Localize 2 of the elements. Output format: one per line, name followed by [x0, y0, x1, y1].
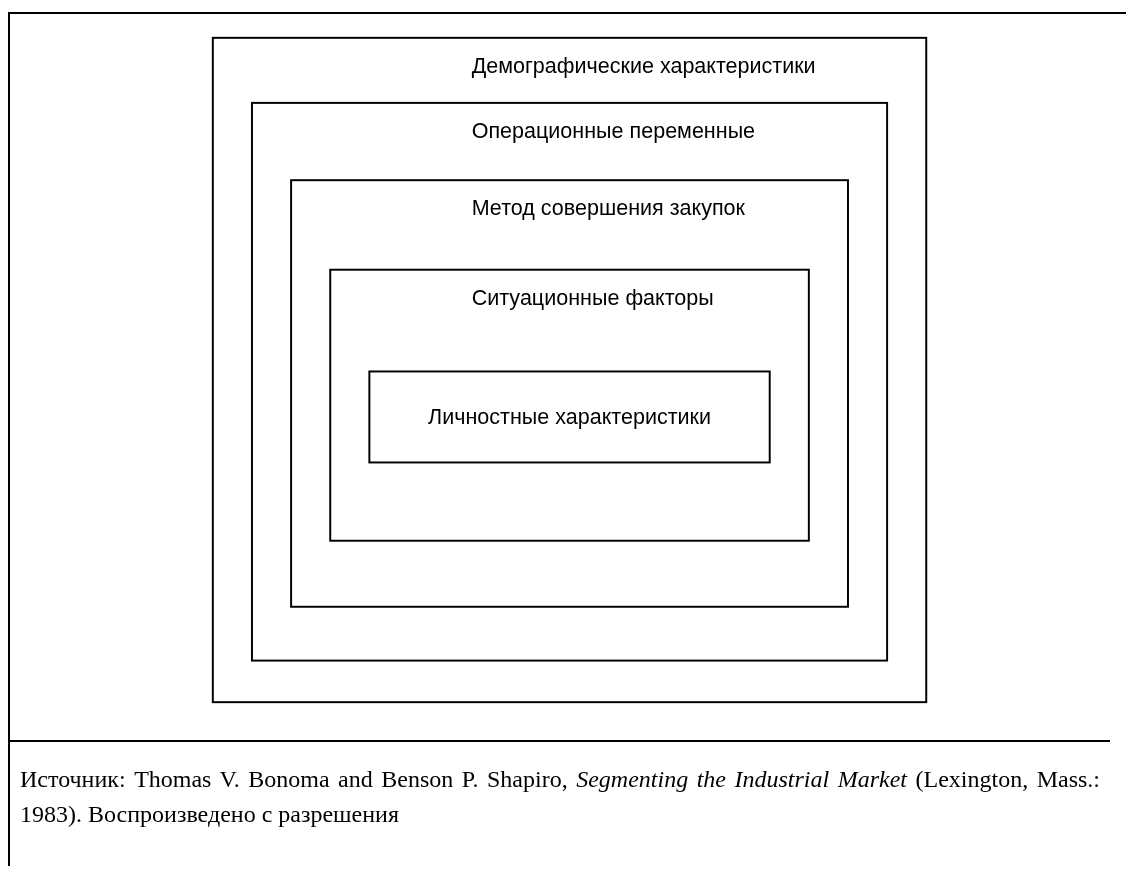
node-box: Личностные характеристики	[368, 370, 772, 464]
caption: Источник: Thomas V. Bonoma and Benson P. Shapiro, Segmenting the Industrial Market (Lexington, Mass.: 1983). Воспроизведено с разрешения	[20, 765, 1100, 829]
